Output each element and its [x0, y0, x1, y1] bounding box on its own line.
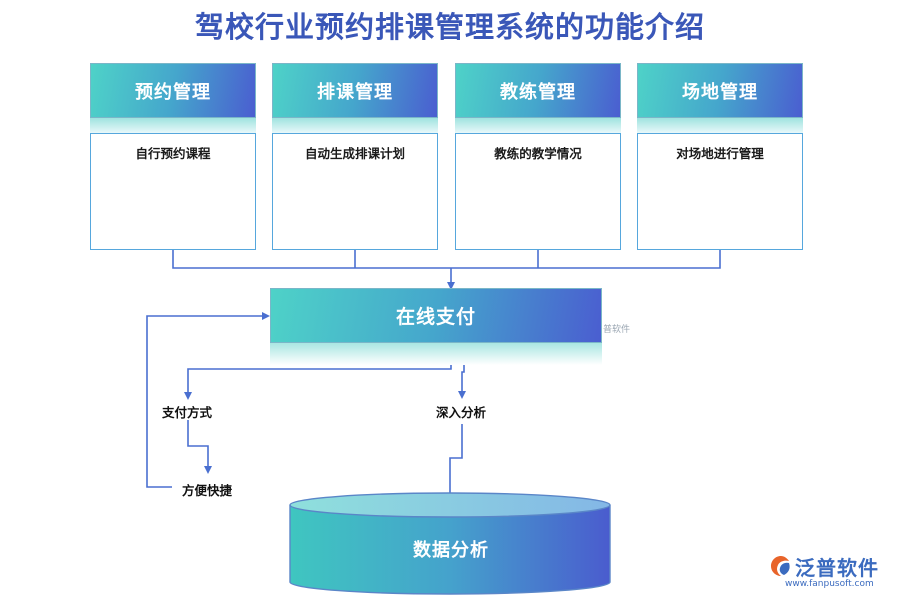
module-title: 预约管理	[90, 63, 256, 118]
page-title: 驾校行业预约排课管理系统的功能介绍	[194, 10, 705, 44]
module-strip	[272, 118, 438, 133]
module-strip	[637, 118, 803, 133]
module-title: 场地管理	[637, 63, 803, 118]
payment-strip	[270, 343, 602, 365]
data-analysis-label: 数据分析	[413, 540, 489, 561]
module-title: 排课管理	[272, 63, 438, 118]
module-body: 自动生成排课计划	[272, 133, 438, 250]
online-payment-node: 在线支付	[270, 288, 602, 343]
module-body: 自行预约课程	[90, 133, 256, 250]
module-desc: 自行预约课程	[135, 146, 211, 161]
convenient-label: 方便快捷	[182, 483, 233, 498]
module-card-booking: 预约管理 自行预约课程	[90, 63, 256, 250]
module-card-venue: 场地管理 对场地进行管理	[637, 63, 803, 250]
module-strip	[455, 118, 621, 133]
module-desc: 自动生成排课计划	[304, 146, 405, 161]
database-cylinder	[289, 492, 611, 595]
deep-analysis-label: 深入分析	[436, 405, 487, 420]
brand-name: 泛普软件	[795, 556, 879, 580]
brand-url: www.fanpusoft.com	[785, 579, 874, 589]
fanpu-logo-icon	[771, 556, 790, 576]
module-card-scheduling: 排课管理 自动生成排课计划	[272, 63, 438, 250]
module-body: 教练的教学情况	[455, 133, 621, 250]
module-desc: 教练的教学情况	[494, 146, 582, 161]
watermark-text: 普软件	[603, 325, 631, 335]
module-card-coach: 教练管理 教练的教学情况	[455, 63, 621, 250]
pay-method-label: 支付方式	[162, 405, 213, 420]
brand-logo: 泛普软件 www.fanpusoft.com	[769, 552, 894, 596]
module-strip	[90, 118, 256, 133]
module-title: 教练管理	[455, 63, 621, 118]
module-body: 对场地进行管理	[637, 133, 803, 250]
module-desc: 对场地进行管理	[676, 146, 764, 161]
